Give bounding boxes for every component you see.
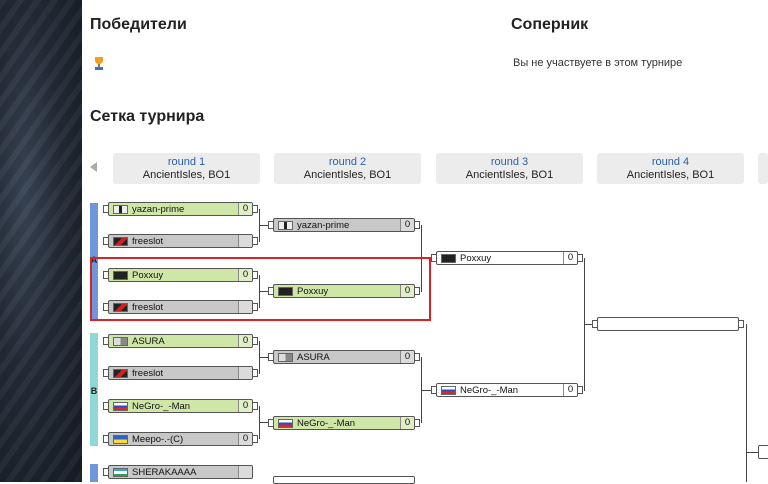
flag-icon <box>278 220 293 230</box>
player-score: 0 <box>238 203 252 215</box>
bracket-slot[interactable]: freeslot <box>103 366 258 380</box>
round-name[interactable]: round 1 <box>167 156 206 168</box>
round-format: AncientIsles, BO1 <box>465 169 554 181</box>
bracket-slot[interactable]: NeGro-_-Man 0 <box>103 399 258 413</box>
player-name[interactable]: NeGro-_-Man <box>132 400 191 412</box>
prev-arrow-icon[interactable] <box>90 162 97 172</box>
round-name[interactable]: round 4 <box>651 156 690 168</box>
player-name[interactable]: NeGro-_-Man <box>460 384 519 396</box>
bracket-title: Сетка турнира <box>90 108 205 125</box>
player-name[interactable]: freeslot <box>132 235 164 247</box>
bracket-slot[interactable]: yazan-prime 0 <box>103 202 258 216</box>
bracket-slot[interactable]: ASURA 0 <box>268 350 420 364</box>
group-bar-a <box>90 203 98 320</box>
round-header-partial[interactable] <box>758 153 768 184</box>
bracket-slot[interactable]: NeGro-_-Man 0 <box>431 383 583 397</box>
flag-icon <box>113 401 128 411</box>
group-bar-b <box>90 333 98 446</box>
round-format: AncientIsles, BO1 <box>303 169 392 181</box>
player-name[interactable]: freeslot <box>132 301 164 313</box>
player-score: 0 <box>400 351 414 363</box>
player-name[interactable]: Poxxuy <box>460 252 492 264</box>
round-header[interactable]: round 3 AncientIsles, BO1 <box>436 153 583 184</box>
flag-icon <box>113 204 128 214</box>
flag-icon <box>441 385 456 395</box>
winners-title: Победители <box>90 16 187 33</box>
flag-icon <box>113 467 128 477</box>
flag-icon <box>113 302 128 312</box>
player-score: 0 <box>238 335 252 347</box>
player-name[interactable]: NeGro-_-Man <box>297 417 356 429</box>
player-score <box>238 301 252 313</box>
round-header[interactable]: round 4 AncientIsles, BO1 <box>597 153 744 184</box>
player-score: 0 <box>400 285 414 297</box>
player-name[interactable]: Poxxuy <box>297 285 329 297</box>
round-format: AncientIsles, BO1 <box>142 169 231 181</box>
player-name[interactable]: yazan-prime <box>297 219 350 231</box>
bracket-slot[interactable]: SHERAKAAAA <box>103 465 253 479</box>
player-name[interactable]: ASURA <box>297 351 330 363</box>
player-name[interactable]: ASURA <box>132 335 165 347</box>
player-score: 0 <box>400 219 414 231</box>
bracket-slot[interactable]: Poxxuy 0 <box>103 268 258 282</box>
flag-icon <box>278 418 293 428</box>
trophy-icon <box>95 57 103 70</box>
player-name[interactable]: Poxxuy <box>132 269 164 281</box>
flag-icon <box>278 352 293 362</box>
round-header[interactable]: round 1 AncientIsles, BO1 <box>113 153 260 184</box>
player-score <box>238 367 252 379</box>
bracket-slot[interactable]: Meepo-.-(C) 0 <box>103 432 258 446</box>
group-label-a: A <box>90 255 98 265</box>
round-name[interactable]: round 2 <box>328 156 367 168</box>
background-art <box>0 0 82 482</box>
bracket-slot-empty[interactable] <box>758 445 768 459</box>
group-label-b: B <box>90 386 98 396</box>
player-score: 0 <box>238 433 252 445</box>
bracket-slot-empty[interactable] <box>592 317 744 331</box>
round-header[interactable]: round 2 AncientIsles, BO1 <box>274 153 421 184</box>
flag-icon <box>113 270 128 280</box>
player-score <box>238 235 252 247</box>
flag-icon <box>113 336 128 346</box>
round-format: AncientIsles, BO1 <box>626 169 715 181</box>
flag-icon <box>113 368 128 378</box>
player-score: 0 <box>238 269 252 281</box>
highlight-box <box>90 257 431 321</box>
bracket-slot[interactable]: yazan-prime 0 <box>268 218 420 232</box>
round-name[interactable]: round 3 <box>490 156 529 168</box>
bracket-slot-empty[interactable] <box>273 476 415 484</box>
bracket-slot[interactable]: NeGro-_-Man 0 <box>268 416 420 430</box>
player-score: 0 <box>238 400 252 412</box>
player-score: 0 <box>563 384 577 396</box>
bracket-slot[interactable]: freeslot <box>103 300 258 314</box>
player-score: 0 <box>563 252 577 264</box>
player-score: 0 <box>400 417 414 429</box>
player-name[interactable]: SHERAKAAAA <box>132 466 197 478</box>
bracket-slot[interactable]: ASURA 0 <box>103 334 258 348</box>
flag-icon <box>113 236 128 246</box>
opponent-title: Соперник <box>511 16 589 33</box>
group-bar-c <box>90 464 98 482</box>
bracket-slot[interactable]: Poxxuy 0 <box>431 251 583 265</box>
opponent-text: Вы не участвуете в этом турнире <box>513 57 683 69</box>
player-name[interactable]: yazan-prime <box>132 203 185 215</box>
player-score <box>238 466 252 478</box>
bracket-slot[interactable]: Poxxuy 0 <box>268 284 420 298</box>
bracket-slot[interactable]: freeslot <box>103 234 258 248</box>
flag-icon <box>278 286 293 296</box>
flag-icon <box>441 253 456 263</box>
player-name[interactable]: Meepo-.-(C) <box>132 433 184 445</box>
flag-icon <box>113 434 128 444</box>
player-name[interactable]: freeslot <box>132 367 164 379</box>
